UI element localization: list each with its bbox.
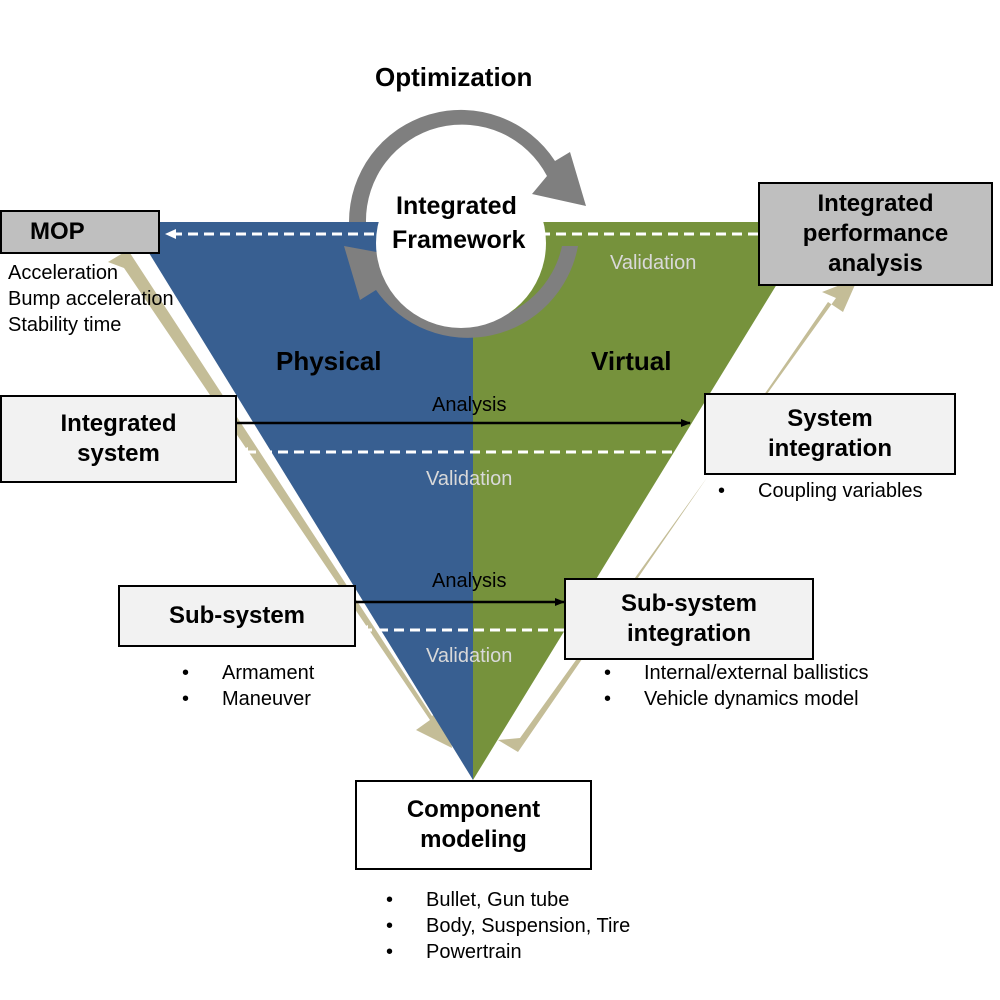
list-item: Internal/external ballistics <box>604 660 869 686</box>
integrated-framework-circle <box>376 158 546 328</box>
integrated-performance-analysis-line3: analysis <box>828 250 923 277</box>
list-item: Coupling variables <box>718 478 923 504</box>
list-item: Acceleration <box>8 262 119 284</box>
list-item: Bullet, Gun tube <box>386 887 630 913</box>
component-item-list: Bullet, Gun tube Body, Suspension, Tire … <box>386 887 630 965</box>
virtual-label: Virtual <box>591 346 672 376</box>
system-integration-line2: integration <box>768 435 892 462</box>
integrated-performance-analysis-line2: performance <box>802 220 949 247</box>
analysis-label-mid: Analysis <box>432 394 507 416</box>
system-integration-line1: System <box>787 405 873 432</box>
list-item: Powertrain <box>386 939 630 965</box>
integrated-performance-analysis-line1: Integrated <box>817 190 934 217</box>
sub-system-integration-box: Sub-system integration <box>564 578 814 660</box>
list-item: Vehicle dynamics model <box>604 686 869 712</box>
integrated-performance-analysis-box: Integrated performance analysis <box>758 182 993 286</box>
component-modeling-line1: Component <box>406 796 541 823</box>
system-integration-item-list: Coupling variables <box>718 478 923 504</box>
sub-system-label: Sub-system <box>168 602 306 629</box>
center-label-line1: Integrated <box>396 192 517 220</box>
sub-system-integration-item-list: Internal/external ballistics Vehicle dyn… <box>604 660 869 712</box>
sub-system-integration-line1: Sub-system <box>620 590 758 617</box>
integrated-system-box: Integrated system <box>0 395 237 483</box>
center-label-line2: Framework <box>392 226 526 254</box>
component-modeling-line2: modeling <box>420 826 527 853</box>
validation-label-top: Validation <box>610 252 697 274</box>
mop-box-label: MOP <box>30 218 85 245</box>
sub-system-box: Sub-system <box>118 585 356 647</box>
diagram-title: Optimization <box>375 62 533 92</box>
list-item: Armament <box>182 660 314 686</box>
list-item: Maneuver <box>182 686 314 712</box>
system-integration-box: System integration <box>704 393 956 475</box>
analysis-label-low: Analysis <box>432 570 507 592</box>
mop-box: MOP <box>0 210 160 254</box>
validation-label-mid: Validation <box>426 468 513 490</box>
integrated-system-line1: Integrated <box>60 410 177 437</box>
physical-label: Physical <box>276 346 382 376</box>
list-item: Bump acceleration <box>8 288 174 310</box>
virtual-triangle <box>473 222 815 780</box>
component-modeling-box: Component modeling <box>355 780 592 870</box>
integrated-system-line2: system <box>77 440 160 467</box>
sub-system-integration-line2: integration <box>627 620 751 647</box>
left-descending-arrow <box>108 250 452 748</box>
list-item: Stability time <box>8 314 122 336</box>
mop-item-list: Acceleration Bump acceleration Stability… <box>8 260 174 338</box>
validation-label-low: Validation <box>426 645 513 667</box>
list-item: Body, Suspension, Tire <box>386 913 630 939</box>
sub-system-item-list: Armament Maneuver <box>182 660 314 712</box>
optimization-cycle-icon <box>344 109 586 338</box>
physical-triangle <box>130 222 473 780</box>
